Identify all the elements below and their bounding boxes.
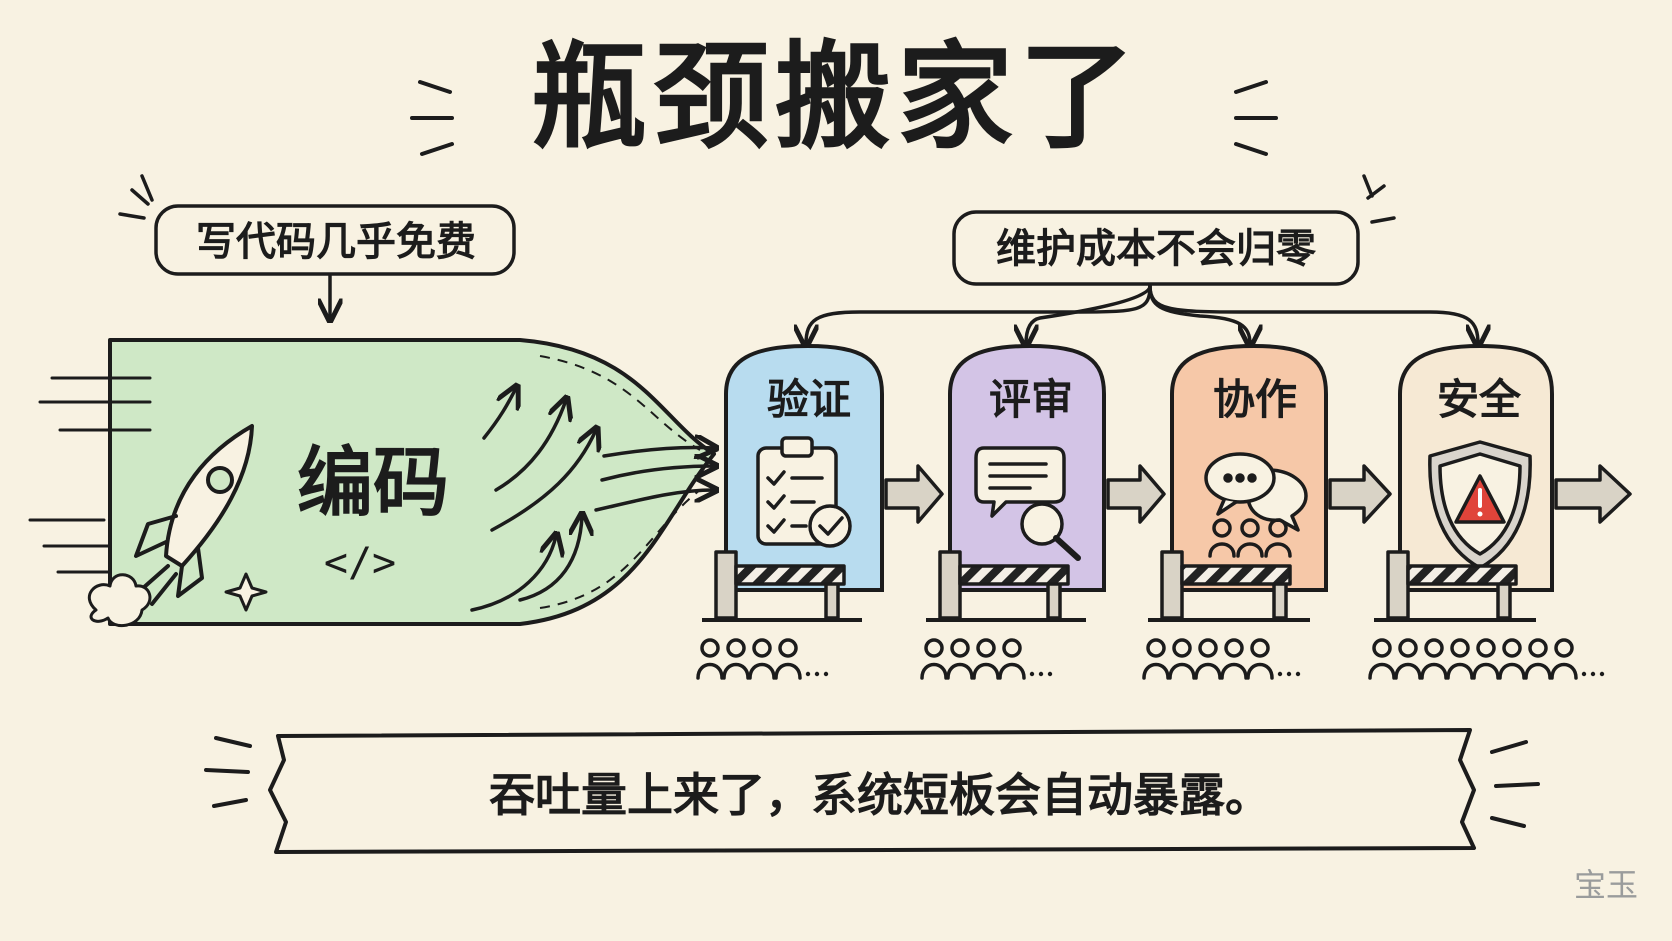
person-body: [998, 662, 1026, 680]
person-body: [1142, 662, 1170, 680]
person-head: [976, 638, 996, 658]
ellipsis-dot: [1029, 671, 1035, 677]
code-icon: </>: [323, 540, 397, 586]
stage-label-review: 评审: [988, 375, 1073, 424]
person-head: [1450, 638, 1470, 658]
person-head: [752, 638, 772, 658]
person-body: [1368, 662, 1396, 680]
person-head: [1002, 638, 1022, 658]
person-body: [1220, 662, 1248, 680]
person-body: [748, 662, 776, 680]
person-head: [1424, 638, 1444, 658]
ellipsis-dot: [823, 671, 829, 677]
people-queues: [696, 638, 1605, 680]
ellipsis-dot: [1277, 671, 1283, 677]
callout-maintenance-text: 维护成本不会归零: [996, 226, 1316, 272]
person-head: [1502, 638, 1522, 658]
person-body: [1550, 662, 1578, 680]
ellipsis-dot: [1590, 671, 1596, 677]
person-head: [1198, 638, 1218, 658]
person-body: [696, 662, 724, 680]
person-body: [946, 662, 974, 680]
person-body: [1524, 662, 1552, 680]
person-body: [1446, 662, 1474, 680]
clipboard-check-icon: [756, 436, 852, 548]
stage-verification-gate: [724, 343, 884, 592]
person-body: [1246, 662, 1274, 680]
callout-free-text: 写代码几乎免费: [196, 219, 476, 265]
person-body: [1168, 662, 1196, 680]
person-head: [1146, 638, 1166, 658]
stage-arrows: [884, 464, 1632, 524]
page-title: 瓶颈搬家了: [531, 30, 1141, 165]
person-head: [924, 638, 944, 658]
callout-maintenance-bubble: [806, 174, 1478, 344]
ellipsis-dot: [1581, 671, 1587, 677]
ellipsis-dot: [805, 671, 811, 677]
person-head: [950, 638, 970, 658]
document-search-icon: [974, 446, 1081, 561]
person-body: [972, 662, 1000, 680]
flow-arrows: [470, 388, 714, 612]
speed-lines: [28, 376, 152, 574]
person-body: [920, 662, 948, 680]
stage-label-security: 安全: [1436, 375, 1521, 424]
person-body: [1472, 662, 1500, 680]
barrier-2: [926, 550, 1086, 622]
chat-people-icon: [1204, 452, 1308, 558]
ellipsis-dot: [1038, 671, 1044, 677]
person-head: [1224, 638, 1244, 658]
person-body: [1420, 662, 1448, 680]
conclusion-text: 吞吐量上来了，系统短板会自动暴露。: [489, 768, 1271, 822]
person-head: [1554, 638, 1574, 658]
person-body: [1194, 662, 1222, 680]
barrier-1: [702, 550, 862, 622]
stage-label-collaboration: 协作: [1212, 375, 1297, 424]
coding-label: 编码: [297, 438, 449, 527]
ellipsis-dot: [1599, 671, 1605, 677]
ellipsis-dot: [814, 671, 820, 677]
stage-collaboration-gate: [1170, 343, 1328, 592]
title-accent-marks: [410, 80, 1278, 156]
stage-review-gate: [948, 343, 1106, 592]
barrier-3: [1148, 550, 1310, 622]
person-head: [1250, 638, 1270, 658]
person-head: [700, 638, 720, 658]
person-body: [1394, 662, 1422, 680]
callout-free-bubble: [118, 174, 516, 318]
person-head: [1398, 638, 1418, 658]
barriers: [702, 550, 1536, 622]
person-body: [774, 662, 802, 680]
person-head: [1172, 638, 1192, 658]
stage-security-gate: [1398, 343, 1554, 592]
shield-warning-icon: [1428, 440, 1532, 570]
ellipsis-dot: [1295, 671, 1301, 677]
stage-label-verification: 验证: [766, 375, 851, 424]
person-body: [1498, 662, 1526, 680]
person-head: [1372, 638, 1392, 658]
person-body: [722, 662, 750, 680]
person-head: [778, 638, 798, 658]
ellipsis-dot: [1286, 671, 1292, 677]
person-head: [1528, 638, 1548, 658]
person-head: [726, 638, 746, 658]
ellipsis-dot: [1047, 671, 1053, 677]
signature-seal: 宝玉: [1573, 866, 1638, 904]
conclusion-banner: [204, 728, 1540, 854]
sparkle-icon: [224, 572, 268, 612]
barrier-4: [1374, 550, 1536, 622]
person-head: [1476, 638, 1496, 658]
rocket-icon: [87, 424, 254, 627]
